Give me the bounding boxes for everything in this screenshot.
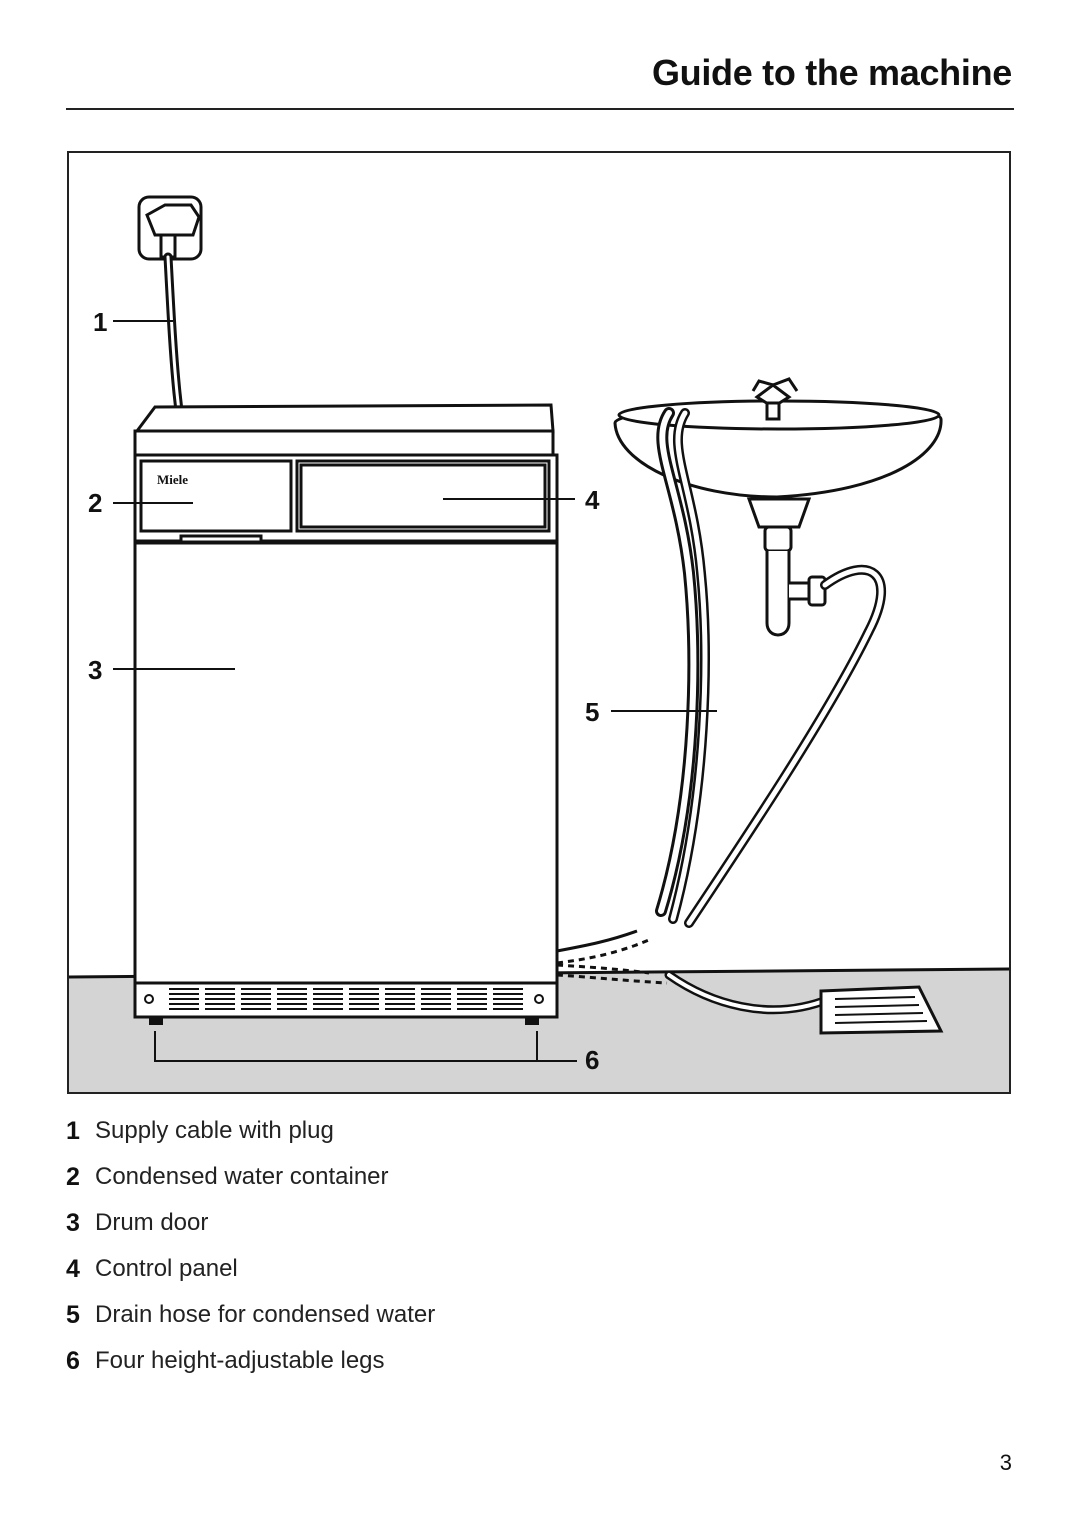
legend-label: Drain hose for condensed water [95,1301,436,1328]
legend-number: 3 [66,1208,80,1237]
callout-6: 6 [585,1045,599,1075]
legend-label: Drum door [95,1209,209,1236]
legend-item: 5 Drain hose for condensed water [66,1292,435,1338]
legend-number: 5 [66,1300,80,1329]
legend-label: Supply cable with plug [95,1117,334,1144]
machine-diagram-svg: Miele [69,195,1009,1092]
callout-leaders [113,320,717,1062]
legend-label: Four height-adjustable legs [95,1347,385,1374]
page-title: Guide to the machine [651,52,1012,93]
wall-socket [137,195,203,261]
legend-list: 1 Supply cable with plug 2 Condensed wat… [66,1108,435,1384]
vent-slots [169,988,523,1010]
legend-number: 2 [66,1162,80,1191]
hose-stubs [556,929,668,985]
plinth-vents [144,994,544,1004]
basin-tap [751,377,799,421]
machine-illustration: Miele [67,151,1011,1094]
legend-item: 4 Control panel [66,1246,435,1292]
legs [149,1017,539,1025]
legend-number: 4 [66,1254,80,1283]
legend-number: 6 [66,1346,80,1375]
legend-label: Condensed water container [95,1163,389,1190]
callout-4: 4 [585,485,600,515]
legend-number: 1 [66,1116,80,1145]
page-number: 3 [999,1450,1012,1475]
callout-3: 3 [88,655,102,685]
brand-logo: Miele [157,472,188,487]
title-rule [66,108,1014,110]
callout-2: 2 [88,488,102,518]
legend-item: 6 Four height-adjustable legs [66,1338,435,1384]
floor-grate [819,985,944,1035]
legend-item: 3 Drum door [66,1200,435,1246]
legend-label: Control panel [95,1255,238,1282]
callout-5: 5 [585,697,599,727]
dryer-cabinet [133,403,559,1019]
callout-1: 1 [93,307,107,337]
legend-item: 1 Supply cable with plug [66,1108,435,1154]
legend-item: 2 Condensed water container [66,1154,435,1200]
